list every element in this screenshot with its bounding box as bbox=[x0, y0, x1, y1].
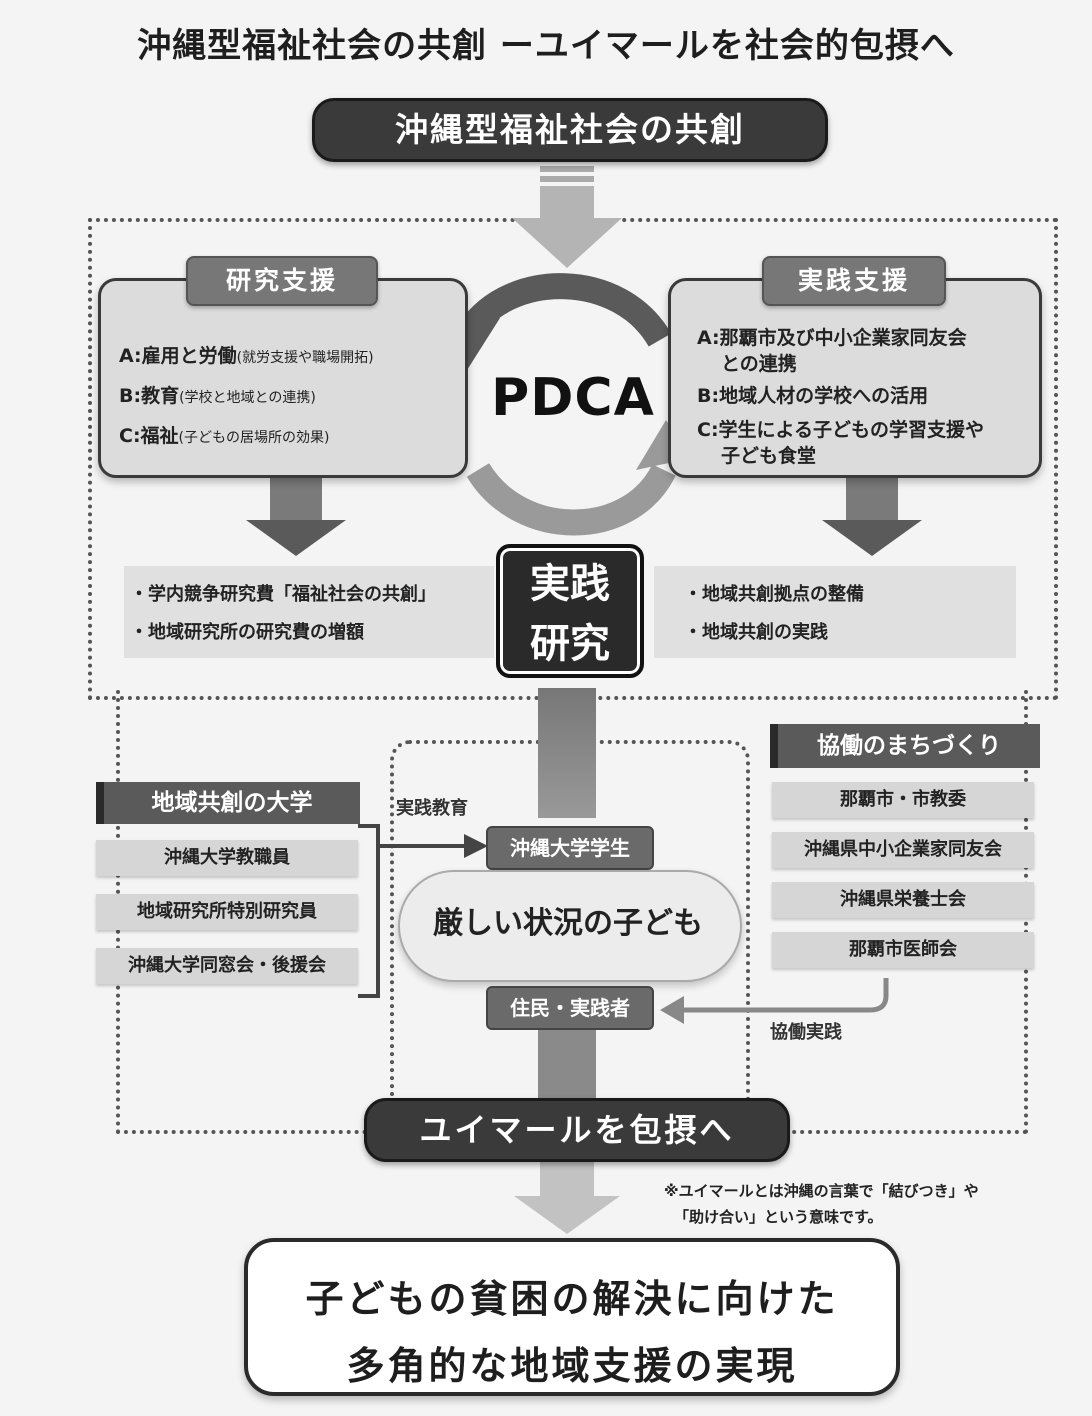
top-down-arrow bbox=[512, 166, 622, 268]
practice-item-a: A:那覇市及び中小企業家同友会 bbox=[697, 327, 967, 349]
left-down-arrow bbox=[246, 476, 346, 556]
left-outcome-1: ・学内競争研究費「福祉社会の共創」 bbox=[130, 584, 436, 605]
community-member: 沖縄県栄養士会 bbox=[772, 882, 1034, 918]
footnote-line-2: 「助け合い」という意味です。 bbox=[674, 1208, 883, 1226]
community-member: 沖縄県中小企業家同友会 bbox=[772, 832, 1034, 868]
right-outcome-1: ・地域共創拠点の整備 bbox=[684, 584, 864, 605]
practice-education-label: 実践教育 bbox=[396, 798, 468, 819]
pdca-label: PDCA bbox=[491, 368, 655, 428]
students-pill: 沖縄大学学生 bbox=[486, 826, 654, 870]
right-outcome-2: ・地域共創の実践 bbox=[684, 622, 828, 643]
university-member: 沖縄大学教職員 bbox=[96, 840, 358, 876]
badge-line-2: 研究 bbox=[530, 620, 610, 667]
final-goal-line-2: 多角的な地域支援の実現 bbox=[346, 1344, 798, 1388]
practice-item-c-cont: 子ども食堂 bbox=[721, 445, 817, 467]
children-cloud bbox=[398, 870, 742, 982]
top-goal-pill: 沖縄型福祉社会の共創 bbox=[312, 98, 828, 162]
final-goal-box: 子どもの貧困の解決に向けた 多角的な地域支援の実現 bbox=[244, 1238, 900, 1396]
bottom-down-arrow bbox=[514, 1158, 620, 1234]
final-goal-line-1: 子どもの貧困の解決に向けた bbox=[305, 1277, 839, 1321]
central-shaft-lower bbox=[538, 1030, 596, 1102]
page-title: 沖縄型福祉社会の共創 ーユイマールを社会的包摂へ bbox=[137, 26, 955, 66]
central-shaft bbox=[538, 688, 596, 818]
practice-item-b: B:地域人材の学校への活用 bbox=[697, 385, 929, 407]
community-group-header: 協働のまちづくり bbox=[770, 724, 1040, 768]
research-support-label: 研究支援 bbox=[186, 256, 378, 306]
practice-support-label: 実践支援 bbox=[762, 256, 946, 306]
community-member: 那覇市・市教委 bbox=[772, 782, 1034, 818]
pdca-arrow-bottom bbox=[466, 462, 676, 536]
badge-line-1: 実践 bbox=[530, 560, 610, 607]
residents-pill: 住民・実践者 bbox=[486, 986, 654, 1030]
research-item-c: C:福祉(子どもの居場所の効果) bbox=[119, 425, 330, 447]
left-bracket bbox=[358, 824, 470, 998]
community-member: 那覇市医師会 bbox=[772, 932, 1034, 968]
university-group-header: 地域共創の大学 bbox=[96, 782, 360, 824]
footnote-line-1: ※ユイマールとは沖縄の言葉で「結びつき」や bbox=[664, 1182, 979, 1200]
yuimaru-pill: ユイマールを包摂へ bbox=[364, 1098, 790, 1162]
right-outcome-band: ・地域共創拠点の整備 ・地域共創の実践 bbox=[654, 566, 1016, 658]
research-support-panel: A:雇用と労働(就労支援や職場開拓) B:教育(学校と地域との連携) C:福祉(… bbox=[98, 278, 468, 478]
research-item-a: A:雇用と労働(就労支援や職場開拓) bbox=[119, 345, 374, 367]
university-member: 沖縄大学同窓会・後援会 bbox=[96, 948, 358, 984]
right-down-arrow bbox=[822, 476, 922, 556]
children-label: 厳しい状況の子ども bbox=[433, 906, 703, 941]
pdca-arrow-top bbox=[459, 273, 672, 348]
collab-practice-label: 協働実践 bbox=[770, 1022, 842, 1043]
practice-item-c: C:学生による子どもの学習支援や bbox=[697, 419, 984, 441]
collab-arrowhead bbox=[660, 996, 684, 1024]
footnote: ※ユイマールとは沖縄の言葉で「結びつき」や 「助け合い」という意味です。 bbox=[664, 1178, 979, 1230]
practice-item-a-cont: との連携 bbox=[721, 353, 797, 375]
bracket-arrowhead bbox=[464, 834, 488, 858]
left-outcome-band: ・学内競争研究費「福祉社会の共創」 ・地域研究所の研究費の増額 bbox=[124, 566, 494, 658]
left-outcome-2: ・地域研究所の研究費の増額 bbox=[130, 622, 364, 643]
university-member: 地域研究所特別研究員 bbox=[96, 894, 358, 930]
practice-research-badge: 実践 研究 bbox=[496, 544, 644, 678]
research-item-b: B:教育(学校と地域との連携) bbox=[119, 385, 316, 407]
practice-support-panel: A:那覇市及び中小企業家同友会 との連携 B:地域人材の学校への活用 C:学生に… bbox=[668, 278, 1042, 478]
collab-arrow bbox=[676, 978, 889, 1013]
